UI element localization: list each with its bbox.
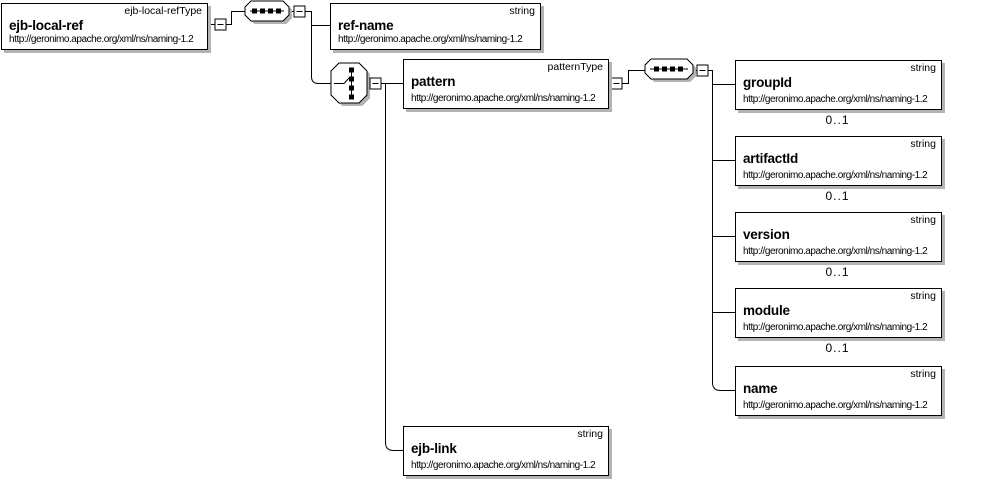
collapse-toggle[interactable] xyxy=(369,77,382,90)
type-label: string xyxy=(910,138,936,150)
collapse-toggle[interactable] xyxy=(293,5,306,18)
element-namespace: http://geronimo.apache.org/xml/ns/naming… xyxy=(9,34,194,45)
sequence-icon[interactable] xyxy=(244,0,292,24)
cardinality-label: 0..1 xyxy=(825,189,850,203)
element-node-module[interactable]: string module http://geronimo.apache.org… xyxy=(735,288,942,338)
element-node-groupId[interactable]: string groupId http://geronimo.apache.or… xyxy=(735,60,942,110)
element-node-name[interactable]: string name http://geronimo.apache.org/x… xyxy=(735,366,942,416)
element-node-artifactId[interactable]: string artifactId http://geronimo.apache… xyxy=(735,136,942,186)
type-label: string xyxy=(577,428,603,440)
element-name: name xyxy=(743,381,778,396)
type-label: ejb-local-refType xyxy=(124,5,202,17)
type-label: string xyxy=(509,5,535,17)
type-label: patternType xyxy=(547,61,603,73)
connector-line xyxy=(708,70,735,391)
element-name: module xyxy=(743,303,790,318)
element-name: ref-name xyxy=(338,18,394,33)
element-namespace: http://geronimo.apache.org/xml/ns/naming… xyxy=(338,34,523,45)
element-namespace: http://geronimo.apache.org/xml/ns/naming… xyxy=(411,460,596,471)
element-namespace: http://geronimo.apache.org/xml/ns/naming… xyxy=(411,93,596,104)
element-node-version[interactable]: string version http://geronimo.apache.or… xyxy=(735,212,942,262)
type-label: string xyxy=(910,290,936,302)
connector-line xyxy=(226,11,245,25)
element-node-pattern[interactable]: patternType pattern http://geronimo.apac… xyxy=(403,59,609,109)
collapse-toggle[interactable] xyxy=(696,64,709,77)
cardinality-label: 0..1 xyxy=(825,341,850,355)
element-name: artifactId xyxy=(743,151,799,166)
sequence-icon[interactable] xyxy=(644,58,696,82)
element-namespace: http://geronimo.apache.org/xml/ns/naming… xyxy=(743,170,928,181)
element-name: pattern xyxy=(411,74,456,89)
type-label: string xyxy=(910,62,936,74)
type-label: string xyxy=(910,368,936,380)
element-name: ejb-local-ref xyxy=(9,18,83,33)
cardinality-label: 0..1 xyxy=(825,113,850,127)
choice-icon[interactable] xyxy=(330,62,370,106)
element-node-ref-name[interactable]: string ref-name http://geronimo.apache.o… xyxy=(330,3,541,50)
element-namespace: http://geronimo.apache.org/xml/ns/naming… xyxy=(743,322,928,333)
element-namespace: http://geronimo.apache.org/xml/ns/naming… xyxy=(743,400,928,411)
collapse-toggle[interactable] xyxy=(214,18,227,31)
element-namespace: http://geronimo.apache.org/xml/ns/naming… xyxy=(743,94,928,105)
element-name: ejb-link xyxy=(411,441,457,456)
element-name: groupId xyxy=(743,75,792,90)
connector-line xyxy=(622,70,645,84)
element-node-ejb-link[interactable]: string ejb-link http://geronimo.apache.o… xyxy=(403,426,609,476)
connector-line xyxy=(385,83,403,451)
element-node-ejb-local-ref[interactable]: ejb-local-refType ejb-local-ref http://g… xyxy=(1,3,208,50)
cardinality-label: 0..1 xyxy=(825,265,850,279)
element-name: version xyxy=(743,227,790,242)
collapse-toggle[interactable] xyxy=(610,77,623,90)
connector-line xyxy=(305,11,331,84)
type-label: string xyxy=(910,214,936,226)
element-namespace: http://geronimo.apache.org/xml/ns/naming… xyxy=(743,246,928,257)
